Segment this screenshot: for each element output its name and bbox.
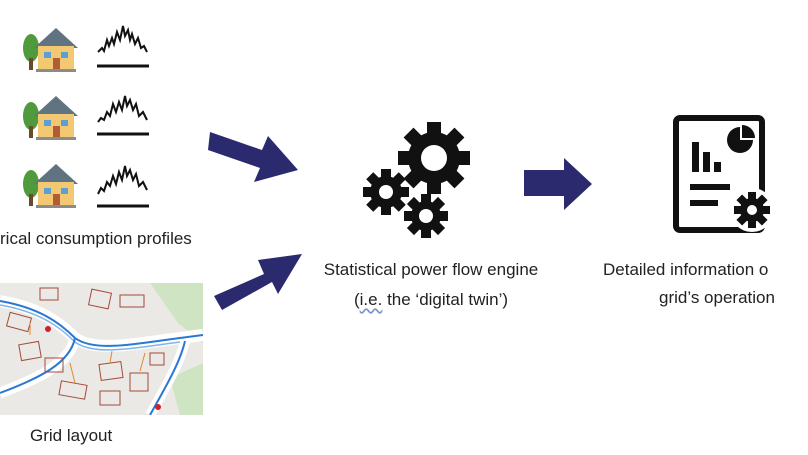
- gears-icon: [363, 122, 470, 238]
- output-label-line2: grid’s operation: [659, 288, 775, 307]
- house-icon: [23, 164, 78, 208]
- load-profile-icon-3: [96, 154, 152, 210]
- report-document-icon: [673, 115, 774, 233]
- house-icon: [23, 96, 78, 140]
- consumer-row-1: [20, 22, 155, 78]
- grid-layout-map: [0, 283, 203, 415]
- engine-label-line1: Statistical power flow engine: [323, 260, 539, 279]
- arrow-profiles-to-engine: [208, 132, 298, 182]
- house-icon: [23, 28, 78, 72]
- arrow-engine-to-output: [524, 158, 592, 210]
- consumer-row-3: [20, 158, 155, 214]
- engine-label-line2: (i.e. the ‘digital twin’): [353, 290, 509, 309]
- output-label-line1: Detailed information o: [603, 260, 769, 279]
- profiles-label: rical consumption profiles: [0, 229, 192, 248]
- consumer-row-2: [20, 90, 155, 146]
- ie-abbreviation: i.e.: [359, 290, 383, 309]
- grid-label: Grid layout: [30, 426, 113, 445]
- load-profile-icon-1: [96, 18, 152, 70]
- load-profile-icon-2: [96, 86, 152, 138]
- arrow-grid-to-engine: [214, 254, 302, 310]
